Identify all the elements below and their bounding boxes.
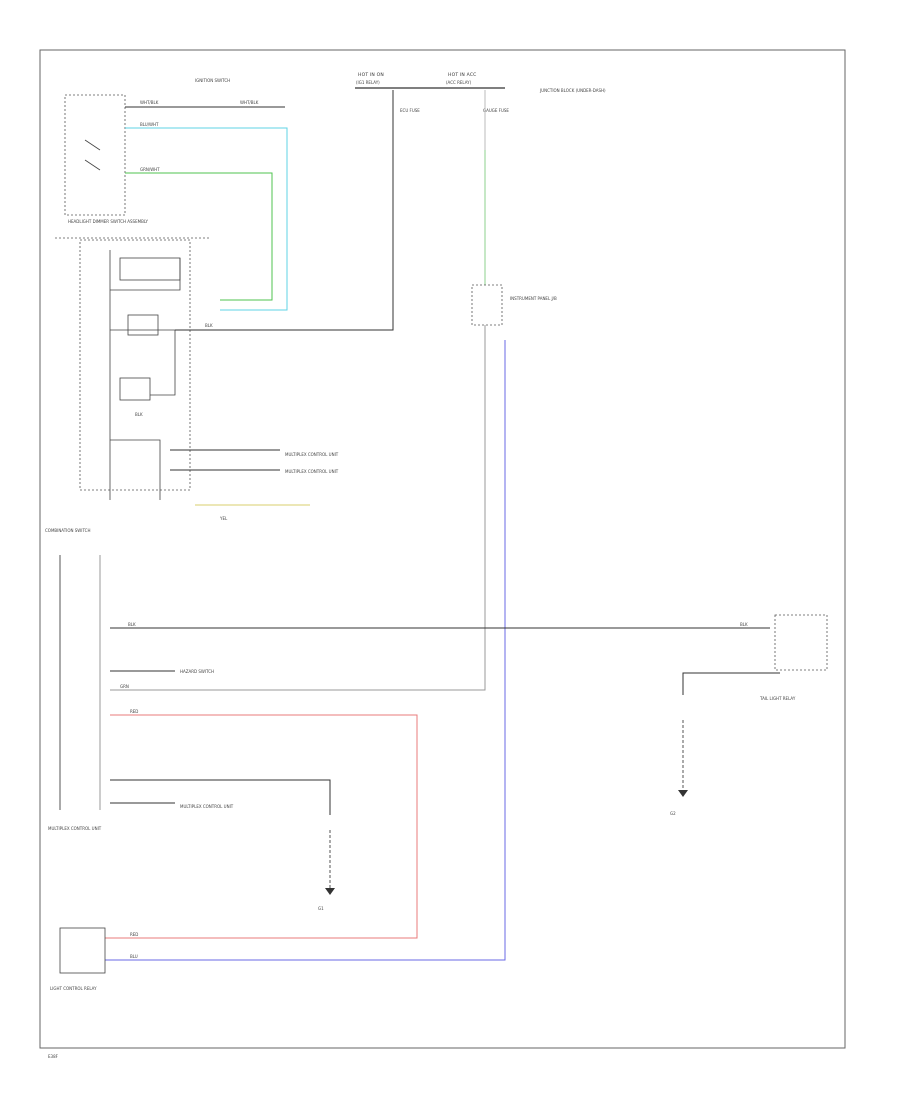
ground-left-icon — [325, 888, 335, 895]
hazard-label: HAZARD SWITCH — [180, 669, 214, 674]
wire-label: BLK — [205, 323, 213, 328]
ground-right-label: G2 — [670, 811, 676, 816]
wire-green — [125, 172, 273, 301]
diagram-frame — [39, 49, 846, 1049]
ecu-fuse-label: ECU FUSE — [400, 108, 420, 113]
headlight-switch-label: HEADLIGHT DIMMER SWITCH ASSEMBLY — [68, 219, 149, 224]
wire-label: WHT/BLK — [140, 100, 159, 105]
wire-label: BLU/WHT — [140, 122, 159, 127]
multiplex-label-3: MULTIPLEX CONTROL UNIT — [180, 804, 234, 809]
fuse-left-label: HOT IN ON — [358, 72, 384, 78]
wire-label: WHT/BLK — [240, 100, 259, 105]
ground-right-icon — [678, 790, 688, 797]
headlight-switch-box — [64, 94, 126, 216]
multiplex-label-2: MULTIPLEX CONTROL UNIT — [285, 469, 339, 474]
ground-left-label: G1 — [318, 906, 324, 911]
switch-contact — [84, 159, 101, 171]
wire-label: BLU — [130, 954, 138, 959]
wire-red — [105, 714, 418, 939]
gauge-fuse-label: GAUGE FUSE — [483, 108, 509, 113]
instrument-panel-label: INSTRUMENT PANEL J/B — [510, 296, 557, 301]
relay-coil — [119, 257, 181, 281]
tail-light-relay-box — [774, 614, 828, 671]
instrument-panel-box — [471, 284, 503, 326]
fuse-left-sub: (IG1 RELAY) — [356, 80, 380, 85]
wire-label: RED — [130, 709, 138, 714]
tail-light-relay-label: TAIL LIGHT RELAY — [759, 696, 796, 701]
relay-coil — [119, 377, 151, 401]
wire-black-relay — [175, 90, 394, 331]
switch-contact — [84, 139, 101, 151]
fuse-right-sub: (ACC RELAY) — [446, 80, 472, 85]
wire-cyan — [125, 127, 288, 311]
light-control-relay-box — [59, 927, 106, 974]
light-control-relay-label: LIGHT CONTROL RELAY — [50, 986, 97, 991]
wire-label: YEL — [219, 516, 228, 521]
relay-coil — [127, 314, 159, 336]
combination-switch-label: COMBINATION SWITCH — [45, 528, 90, 533]
footer-code: E38F — [48, 1054, 59, 1059]
wire-label: GRN/WHT — [140, 167, 160, 172]
fuse-right-label: HOT IN ACC — [448, 72, 477, 78]
wire-label: GRN — [120, 684, 129, 689]
wire-label: BLK — [740, 622, 748, 627]
combination-switch-box — [79, 239, 191, 491]
wire-gray — [110, 325, 486, 691]
wire-blue — [105, 340, 506, 961]
wire-door-1 — [110, 779, 331, 815]
relay-wiring — [109, 250, 181, 500]
wire-label: BLK — [128, 622, 136, 627]
relay-label: BLK — [135, 412, 143, 417]
multiplex-label-1: MULTIPLEX CONTROL UNIT — [285, 452, 339, 457]
wire-label: RED — [130, 932, 138, 937]
junction-block-label: JUNCTION BLOCK (UNDER-DASH) — [539, 88, 606, 93]
wire-tail-relay — [682, 672, 780, 695]
ignition-switch-label: IGNITION SWITCH — [195, 78, 230, 83]
multiplex-unit-label: MULTIPLEX CONTROL UNIT — [48, 826, 102, 831]
